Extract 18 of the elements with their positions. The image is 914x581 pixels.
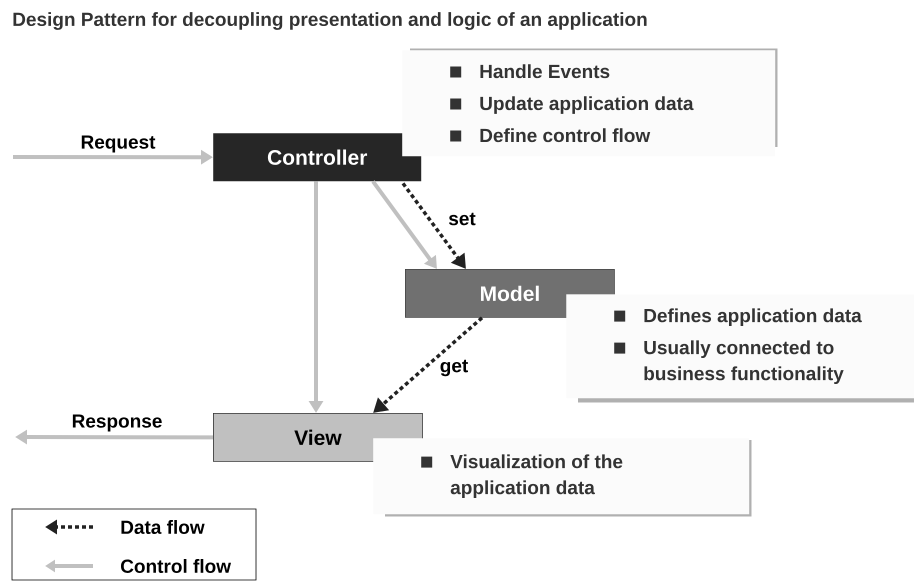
- node-label: Usually connected to business functionality: [644, 340, 844, 384]
- edge-label: Request: [80, 134, 156, 154]
- legend-label: Data flow: [121, 520, 205, 534]
- legend-label: Control flow: [121, 559, 232, 573]
- process-box: Model: [405, 269, 615, 318]
- node-label: Define control flow: [480, 128, 650, 142]
- edge-label: Response: [70, 413, 164, 432]
- note-box: Defines application data Usually connected to business functionality: [566, 294, 914, 398]
- edge-label: get: [438, 358, 470, 378]
- process-box: Controller: [213, 133, 422, 182]
- node-label: Defines application data: [644, 308, 862, 326]
- edge-label: set: [447, 212, 477, 226]
- title: Design Pattern for decoupling presentation and logic of an application: [13, 12, 647, 30]
- node-label: Update application data: [480, 96, 694, 114]
- node-label: Handle Events: [480, 64, 610, 78]
- node-label: Visualization of the application data: [450, 454, 622, 498]
- note-box: Handle Events Update application data Define control flow: [402, 50, 776, 156]
- note-box: Visualization of the application data: [373, 438, 750, 514]
